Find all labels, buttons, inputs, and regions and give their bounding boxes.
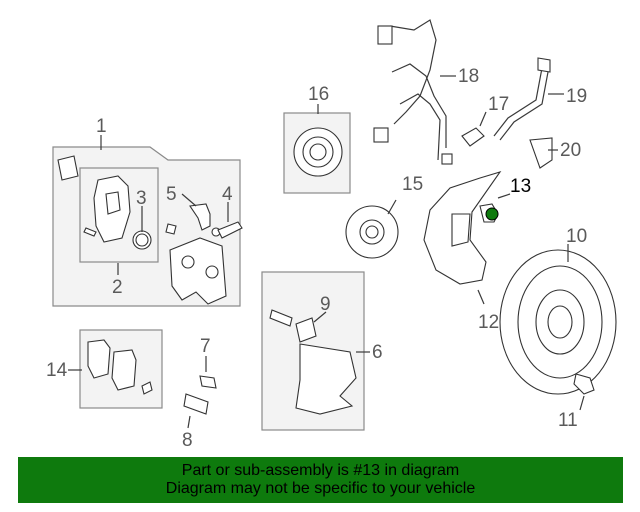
callout-8: 8 [182,430,193,451]
banner-line-1: Part or sub-assembly is #13 in diagram [181,462,460,479]
brake-rotor-part [499,244,617,395]
callout-16: 16 [308,84,329,105]
callout-20: 20 [560,140,581,161]
info-banner: Part or sub-assembly is #13 in diagram D… [18,457,623,503]
brake-pads-group [68,329,163,409]
callout-18: 18 [458,66,479,87]
callout-17: 17 [488,94,509,115]
callout-13: 13 [510,176,531,197]
callout-11: 11 [558,410,578,431]
callout-1: 1 [96,116,107,137]
callout-10: 10 [566,226,587,247]
banner-line-2: Diagram may not be specific to your vehi… [165,480,476,497]
parts-diagram: 1 2 3 4 5 6 7 8 9 10 11 12 13 14 15 16 1… [46,19,617,451]
highlighted-bolt-part[interactable] [479,193,511,223]
hub-bearing-group [283,104,351,194]
bolts-part [183,356,217,429]
rotor-screw-part [573,373,595,411]
callout-4: 4 [222,184,233,205]
wheel-speed-sensor-part [373,19,456,165]
callout-3: 3 [136,188,147,209]
callout-15: 15 [402,174,423,195]
callout-12: 12 [478,312,499,333]
callout-14: 14 [46,360,68,381]
callout-2: 2 [112,277,123,298]
splash-shield-part [423,171,502,305]
callout-7: 7 [200,336,211,357]
callout-labels: 1 2 3 4 5 6 7 8 9 10 11 12 13 14 15 16 1… [46,66,587,451]
caliper-assembly-group [52,135,243,307]
callout-19: 19 [566,86,587,107]
callout-9: 9 [320,294,331,315]
wheel-hub-part [345,199,399,259]
callout-6: 6 [372,342,383,363]
callout-5: 5 [166,184,177,205]
brake-hose-part [461,57,564,169]
caliper-bracket-group [261,271,370,431]
